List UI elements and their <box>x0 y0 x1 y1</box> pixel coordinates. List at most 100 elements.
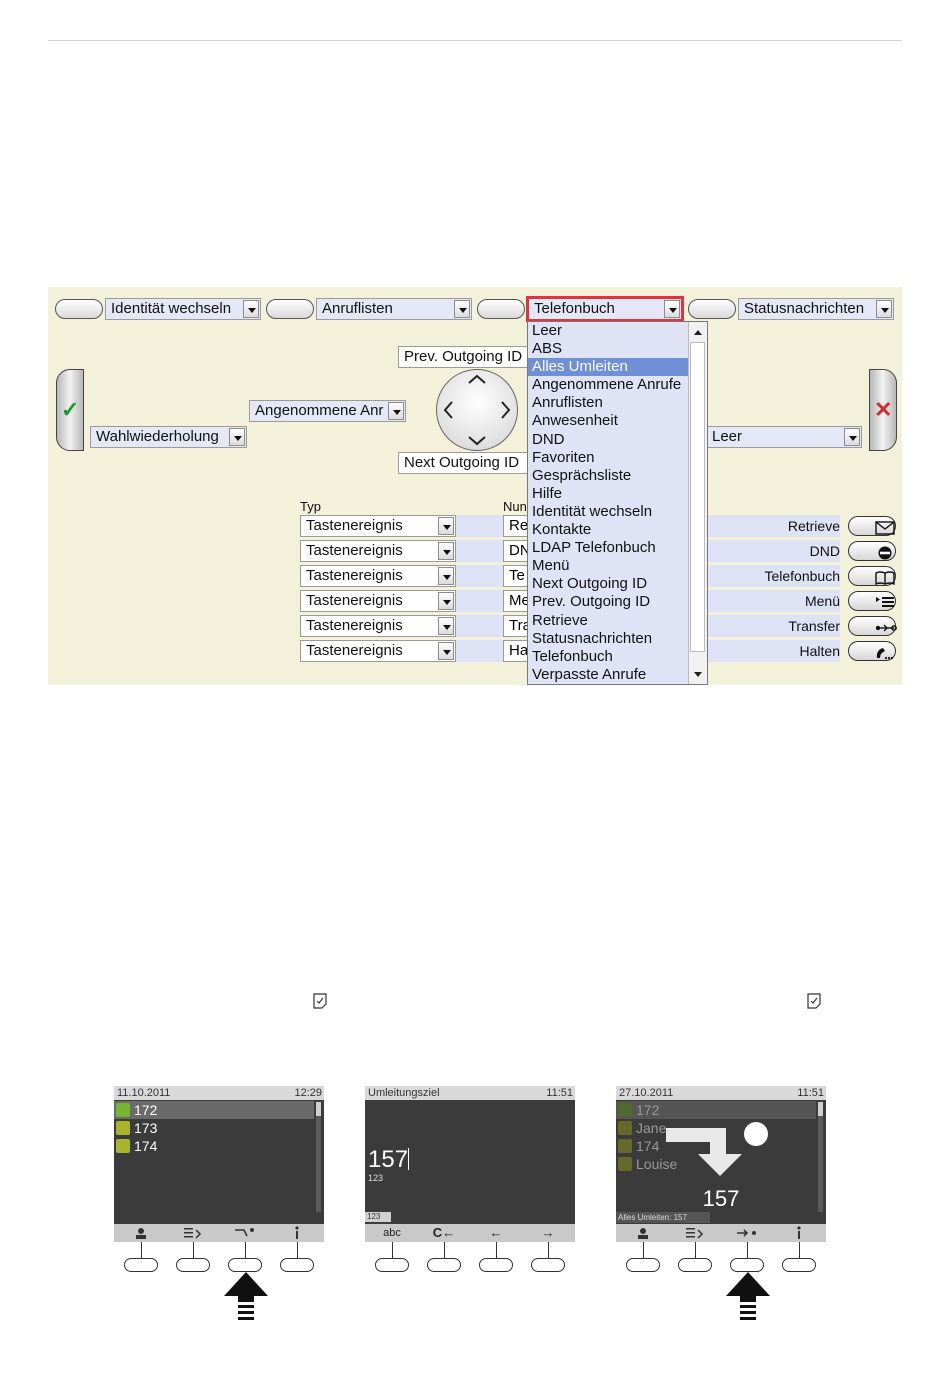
dropdown-option[interactable]: Kontakte <box>532 521 592 539</box>
dropdown-option[interactable]: Verpasste Anrufe <box>532 665 647 683</box>
list-item-text: Louise <box>636 1156 678 1172</box>
dropdown-arrow-icon[interactable] <box>876 300 892 318</box>
right-key-select[interactable]: Leer <box>706 426 862 448</box>
dropdown-option[interactable]: DND <box>532 430 565 448</box>
softkey-2[interactable] <box>678 1258 712 1272</box>
dropdown-arrow-icon[interactable] <box>229 428 245 446</box>
dropdown-option[interactable]: Angenommene Anrufe <box>532 376 682 394</box>
softkey-3[interactable] <box>228 1258 262 1272</box>
row-key-button[interactable] <box>848 616 897 636</box>
softkey-2[interactable] <box>176 1258 210 1272</box>
scrollbar-thumb[interactable] <box>690 342 705 652</box>
row-type-select[interactable]: Tastenereignis <box>300 565 456 587</box>
softkeys <box>365 1242 575 1274</box>
dropdown-option[interactable]: Gesprächsliste <box>532 466 632 484</box>
select-value: Tastenereignis <box>306 517 403 534</box>
dropdown-option[interactable]: Hilfe <box>532 484 563 502</box>
navigation-key[interactable] <box>436 369 518 451</box>
dropdown-option[interactable]: LDAP Telefonbuch <box>532 539 656 557</box>
row-key-button[interactable] <box>848 641 896 661</box>
nav-up-select[interactable]: Prev. Outgoing ID <box>398 346 528 368</box>
dropdown-arrow-icon[interactable] <box>243 300 259 318</box>
dropdown-option[interactable]: Favoriten <box>532 448 595 466</box>
function-key-1-select[interactable]: Identität wechseln <box>105 298 261 320</box>
person-icon <box>136 1228 146 1239</box>
row-type-select[interactable]: Tastenereignis <box>300 515 456 537</box>
dropdown-option[interactable]: Alles Umleiten <box>528 358 689 377</box>
function-key-2-select[interactable]: Anruflisten <box>316 298 472 320</box>
softkey-1[interactable] <box>124 1258 158 1272</box>
row-number-field[interactable]: Me <box>503 590 531 612</box>
dropdown-option[interactable]: Prev. Outgoing ID <box>532 593 651 611</box>
softkey-4[interactable] <box>782 1258 816 1272</box>
function-key-3[interactable] <box>477 299 525 319</box>
scroll-down-icon[interactable] <box>689 668 707 682</box>
dropdown-option[interactable]: Retrieve <box>532 611 588 629</box>
dropdown-option[interactable]: ABS <box>532 340 563 358</box>
function-key-4-select[interactable]: Statusnachrichten <box>738 298 894 320</box>
dropdown-option[interactable]: Anwesenheit <box>532 412 618 430</box>
softkey-3[interactable] <box>479 1258 513 1272</box>
softkey-2[interactable] <box>427 1258 461 1272</box>
display-time: 12:29 <box>294 1087 322 1099</box>
dropdown-arrow-icon[interactable] <box>664 300 680 318</box>
softkey-3[interactable] <box>730 1258 764 1272</box>
reject-button[interactable]: ✕ <box>869 369 897 451</box>
list-item-text: 174 <box>636 1138 660 1154</box>
row-type-select[interactable]: Tastenereignis <box>300 540 456 562</box>
person-icon <box>638 1228 648 1239</box>
dropdown-option[interactable]: Telefonbuch <box>532 647 613 665</box>
dropdown-option[interactable]: Menü <box>532 557 570 575</box>
dropdown-arrow-icon[interactable] <box>454 300 470 318</box>
dropdown-option[interactable]: Anruflisten <box>532 394 603 412</box>
accept-button[interactable]: ✓ <box>56 369 84 451</box>
softkey-stem <box>245 1242 246 1258</box>
dropdown-option[interactable]: Identität wechseln <box>532 502 653 520</box>
dropdown-arrow-icon[interactable] <box>438 642 454 660</box>
row-key-button[interactable] <box>848 541 896 561</box>
list-item: 174 <box>616 1137 816 1155</box>
row-key-button[interactable] <box>848 516 896 536</box>
row-key-button[interactable] <box>848 566 896 586</box>
number-input[interactable]: 157 <box>368 1146 410 1174</box>
display-time: 11:51 <box>546 1087 573 1099</box>
row-type-select[interactable]: Tastenereignis <box>300 640 456 662</box>
dropdown-arrow-icon[interactable] <box>438 617 454 635</box>
dropdown-arrow-icon[interactable] <box>844 428 860 446</box>
softkey-bar <box>114 1224 324 1242</box>
function-key-2[interactable] <box>266 299 314 319</box>
row-number-field[interactable]: Re <box>503 515 531 537</box>
row-number-field[interactable]: Ha <box>503 640 531 662</box>
scroll-up-icon[interactable] <box>689 325 707 339</box>
softkey-1[interactable] <box>375 1258 409 1272</box>
nav-down-select[interactable]: Next Outgoing ID <box>398 452 528 474</box>
function-key-3-select[interactable]: Telefonbuch <box>526 296 684 322</box>
function-key-4[interactable] <box>688 299 736 319</box>
list-icon <box>686 1228 704 1239</box>
dropdown-arrow-icon[interactable] <box>438 567 454 585</box>
dropdown-option[interactable]: Next Outgoing ID <box>532 575 648 593</box>
softkey-4[interactable] <box>280 1258 314 1272</box>
left-key-select[interactable]: Wahlwiederholung <box>90 426 247 448</box>
dropdown-arrow-icon[interactable] <box>388 402 404 420</box>
select-value: Anruflisten <box>322 300 393 317</box>
display-title: Umleitungsziel <box>368 1087 440 1099</box>
nav-left-select[interactable]: Angenommene Anr <box>249 400 406 422</box>
softkey-4[interactable] <box>531 1258 565 1272</box>
row-key-button[interactable] <box>848 591 896 611</box>
display-date: 11.10.2011 <box>117 1087 171 1099</box>
dropdown-arrow-icon[interactable] <box>438 517 454 535</box>
dropdown-option[interactable]: Leer <box>532 322 563 339</box>
dropdown-arrow-icon[interactable] <box>438 592 454 610</box>
softkey-1[interactable] <box>626 1258 660 1272</box>
dropdown-option[interactable]: Statusnachrichten <box>532 629 653 647</box>
row-number-field[interactable]: Te <box>503 565 531 587</box>
dropdown-scrollbar[interactable] <box>688 322 707 684</box>
row-type-select[interactable]: Tastenereignis <box>300 590 456 612</box>
row-number-field[interactable]: DN <box>503 540 531 562</box>
row-number-field[interactable]: Tra <box>503 615 531 637</box>
function-key-1[interactable] <box>55 299 103 319</box>
row-type-select[interactable]: Tastenereignis <box>300 615 456 637</box>
dropdown-arrow-icon[interactable] <box>438 542 454 560</box>
